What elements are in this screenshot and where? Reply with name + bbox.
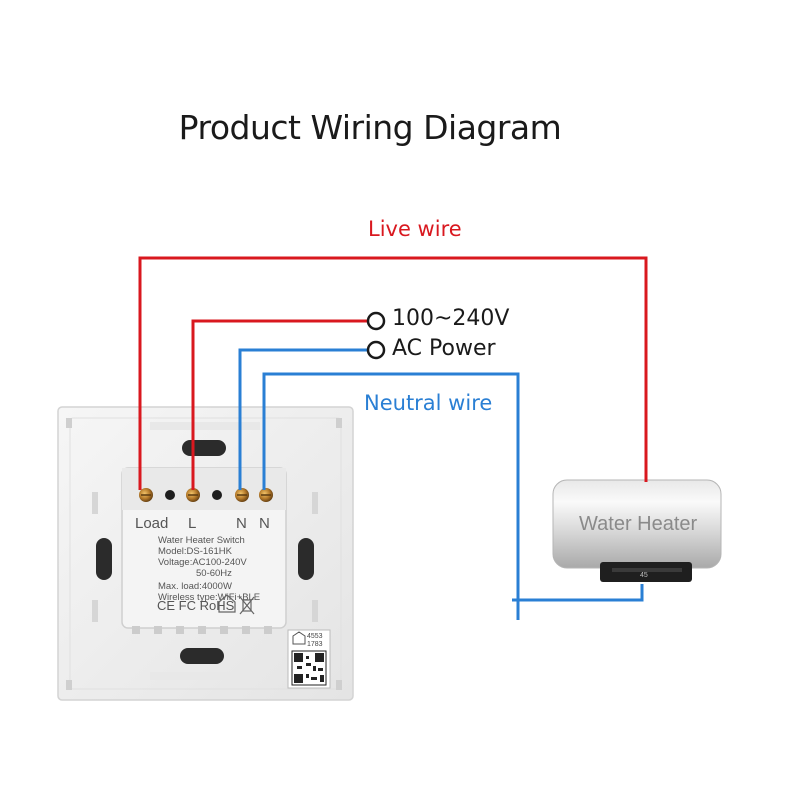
neutral-wire-n2-to-heater [262, 372, 520, 620]
heater-label: Water Heater [579, 513, 698, 535]
live-wire-load-to-heater [138, 256, 648, 490]
neutral-wire-label: Neutral wire [364, 391, 493, 415]
voltage-label: 100~240V [392, 306, 510, 331]
page-title: Product Wiring Diagram [178, 108, 562, 147]
spec-line: Wireless type:WiFi+BLE [158, 592, 260, 603]
spec-line: Model:DS-161HK [158, 546, 233, 557]
live-wires [138, 256, 648, 490]
qr-code-number: 4553 [307, 633, 323, 640]
live-wire-label: Live wire [368, 217, 462, 241]
terminal-label-load: Load [135, 515, 168, 532]
terminal-label-l: L [188, 515, 196, 532]
terminal-hole [165, 490, 175, 500]
spec-line: Voltage:AC100-240V [158, 557, 247, 568]
module-spec-text: Water Heater Switch Model:DS-161HK Volta… [158, 535, 260, 603]
qr-label: 4553 1783 [287, 629, 331, 689]
neutral-wire-heater-return [512, 584, 644, 602]
neutral-wires [238, 348, 644, 620]
spec-line: 50-60Hz [196, 568, 232, 579]
live-wire-l-to-ac [191, 319, 368, 490]
spec-line: Max. load:4000W [158, 581, 232, 592]
heater-display-readout: 45 [640, 572, 648, 579]
qr-code-number: 1783 [307, 641, 323, 648]
certification-marks: CE FC RoHS [157, 598, 235, 613]
ac-power-label: AC Power [392, 336, 496, 361]
water-heater: 45 [552, 479, 722, 582]
terminal-row [139, 488, 273, 502]
neutral-wire-n1-to-ac [238, 348, 368, 490]
spec-line: Water Heater Switch [158, 535, 245, 546]
ac-terminal-live [366, 311, 386, 331]
weee-bin-icon [239, 596, 255, 615]
terminal-hole [212, 490, 222, 500]
terminal-label-n1: N [236, 515, 247, 532]
terminal-label-n2: N [259, 515, 270, 532]
qr-code-icon [291, 650, 327, 686]
switch-module [121, 467, 287, 634]
ac-terminal-neutral [366, 340, 386, 360]
home-icon [218, 594, 236, 613]
